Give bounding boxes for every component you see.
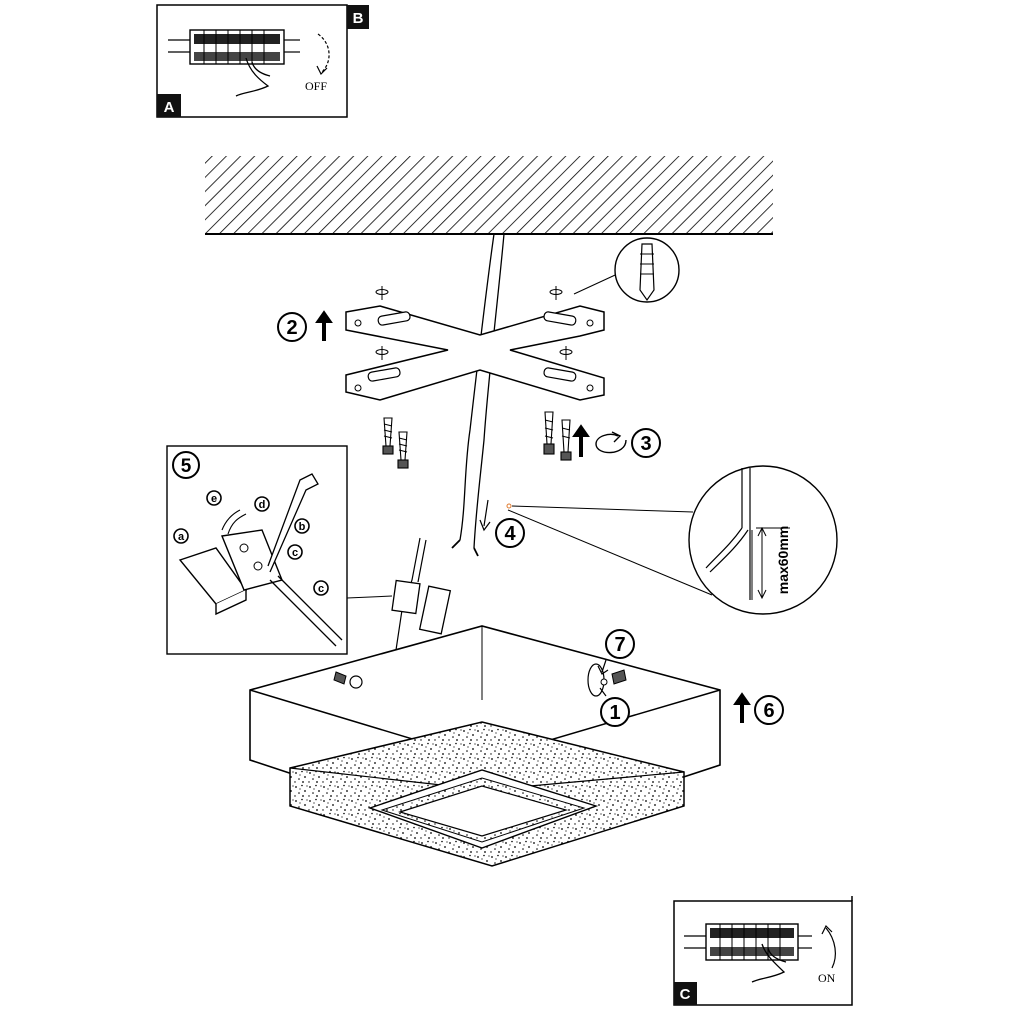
panel-tag-b: B <box>353 10 364 27</box>
pointer-dot <box>506 503 512 509</box>
hand-icon <box>751 943 787 983</box>
drill-markers <box>375 286 573 360</box>
screwdriver-icon <box>267 473 319 573</box>
step-2-marker: 2 <box>277 310 333 342</box>
step-7-number: 7 <box>614 634 625 656</box>
step-4-number: 4 <box>504 523 516 545</box>
breaker-strip-icon <box>684 923 812 961</box>
up-arrow-icon <box>315 310 333 341</box>
panel-tag-a: A <box>164 99 175 116</box>
wiring-label-c1: c <box>292 547 298 559</box>
step-5-number: 5 <box>181 456 192 477</box>
breaker-off-panel: A B OFF <box>156 4 369 118</box>
ceiling <box>205 156 773 235</box>
rotate-up-arrow-icon <box>825 927 836 969</box>
step-3-marker: 3 <box>572 424 661 458</box>
up-arrow-icon <box>572 424 590 457</box>
up-arrow-icon <box>733 692 751 723</box>
wiring-label-d: d <box>259 499 266 511</box>
breaker-off-label: OFF <box>305 79 327 93</box>
step-2-number: 2 <box>286 317 297 339</box>
breaker-on-label: ON <box>818 971 836 985</box>
step-7-marker: 7 <box>587 629 635 697</box>
step-1-marker: 1 <box>599 687 630 727</box>
rotate-clockwise-icon <box>595 433 627 454</box>
side-screw-icon <box>333 671 363 689</box>
power-cable <box>451 233 505 557</box>
cable-strip-callout: max60mm <box>507 465 838 615</box>
step-6-number: 6 <box>763 700 774 722</box>
breaker-on-panel: C ON <box>673 896 853 1006</box>
ceiling-lamp <box>249 625 721 867</box>
wiring-label-e: e <box>211 493 217 505</box>
lamp-connector <box>391 537 452 651</box>
rotate-down-arrow-icon <box>317 33 330 73</box>
wiring-label-a: a <box>178 531 185 543</box>
wall-plug-callout <box>573 237 680 303</box>
step-1-number: 1 <box>609 702 620 724</box>
step-3-number: 3 <box>640 433 651 455</box>
down-arrow-icon <box>479 499 491 532</box>
panel-tag-c: C <box>680 986 691 1003</box>
screws-left <box>382 417 409 469</box>
breaker-strip-icon <box>168 29 300 65</box>
strip-length-label: max60mm <box>775 526 791 595</box>
screws-right <box>543 411 572 461</box>
mounting-bracket <box>345 305 605 401</box>
hand-icon <box>235 57 271 97</box>
wiring-detail-panel: 5 a b c c d e <box>166 445 393 655</box>
terminal-block-icon <box>178 529 283 616</box>
step-6-marker: 6 <box>733 692 784 725</box>
wall-plug-icon <box>639 243 655 302</box>
step-4-marker: 4 <box>479 499 525 548</box>
wiring-label-b: b <box>299 521 306 533</box>
wiring-label-c2: c <box>318 583 324 595</box>
